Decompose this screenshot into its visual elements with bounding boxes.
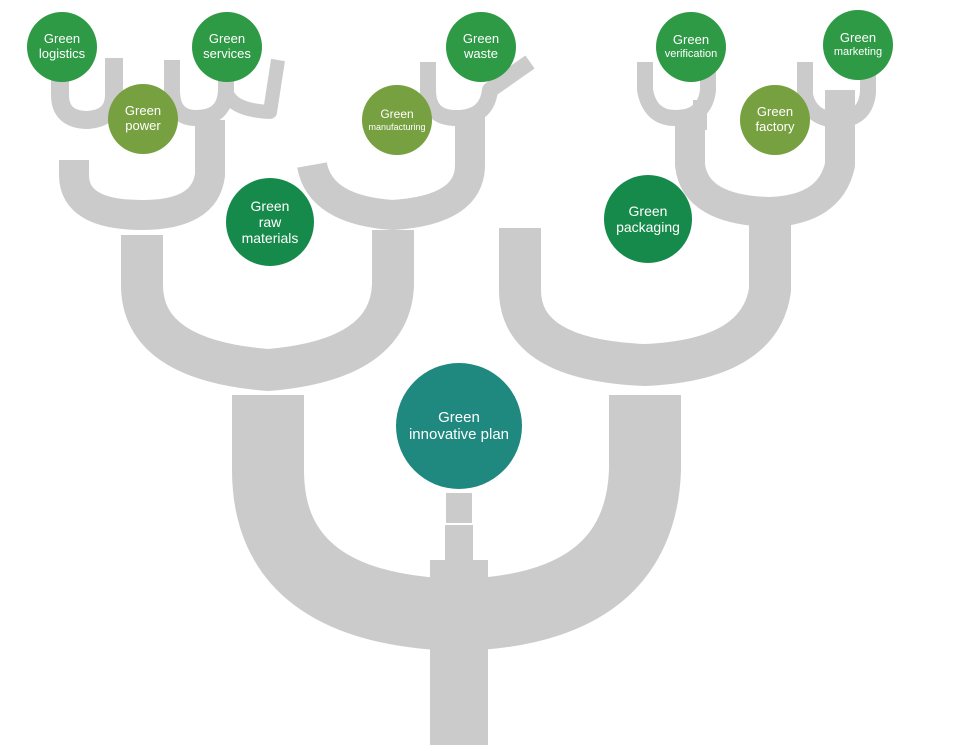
- node-label-line2: power: [125, 118, 161, 133]
- node-label-line2: verification: [664, 48, 718, 61]
- node-label-line1: Green: [124, 103, 162, 119]
- node-green-verification: Green verification: [656, 12, 726, 82]
- services-twig-right: [219, 58, 285, 119]
- node-green-waste: Green waste: [446, 12, 516, 82]
- node-label-line1: Green: [380, 106, 414, 121]
- node-label-line2: waste: [464, 46, 498, 61]
- node-label-line2: logistics: [38, 46, 86, 61]
- node-green-manufacturing: Green manufacturing: [362, 85, 432, 155]
- node-label-line1: Green: [628, 202, 668, 219]
- node-green-logistics: Green logistics: [27, 12, 97, 82]
- node-label-line2: packaging: [616, 219, 680, 235]
- node-label-line2: raw: [258, 213, 282, 230]
- node-label-line1: Green: [438, 408, 480, 426]
- node-label-line1: Green: [756, 104, 794, 120]
- left-fork: [121, 230, 414, 391]
- node-green-innovative-plan: Green innovative plan: [396, 363, 522, 489]
- main-fork: [232, 395, 681, 651]
- node-label-line2: marketing: [833, 46, 883, 59]
- node-label-line1: Green: [462, 31, 500, 47]
- node-label-line2: innovative plan: [408, 426, 510, 443]
- node-green-packaging: Green packaging: [604, 175, 692, 263]
- node-green-raw-materials: Green raw materials: [226, 178, 314, 266]
- node-label-line1: Green: [672, 32, 710, 48]
- right-fork: [499, 210, 791, 386]
- node-label-line1: Green: [208, 31, 246, 47]
- left-left-fork: [59, 120, 225, 230]
- node-label-line2: manufacturing: [368, 121, 426, 132]
- node-label-line2: services: [203, 46, 251, 61]
- bottle-cap: [444, 491, 474, 525]
- mid-fork: [297, 110, 485, 230]
- node-label-line2: factory: [755, 119, 795, 134]
- node-green-marketing: Green marketing: [823, 10, 893, 80]
- node-green-services: Green services: [192, 12, 262, 82]
- node-label-line1: Green: [250, 197, 290, 214]
- node-label-line1: Green: [839, 30, 877, 46]
- node-label-line1: Green: [43, 31, 81, 47]
- waste-twig: [420, 55, 535, 126]
- right-sub-fork: [675, 90, 855, 227]
- node-label-line3: materials: [241, 230, 299, 247]
- marketing-twig: [797, 62, 876, 128]
- node-green-power: Green power: [108, 84, 178, 154]
- node-green-factory: Green factory: [740, 85, 810, 155]
